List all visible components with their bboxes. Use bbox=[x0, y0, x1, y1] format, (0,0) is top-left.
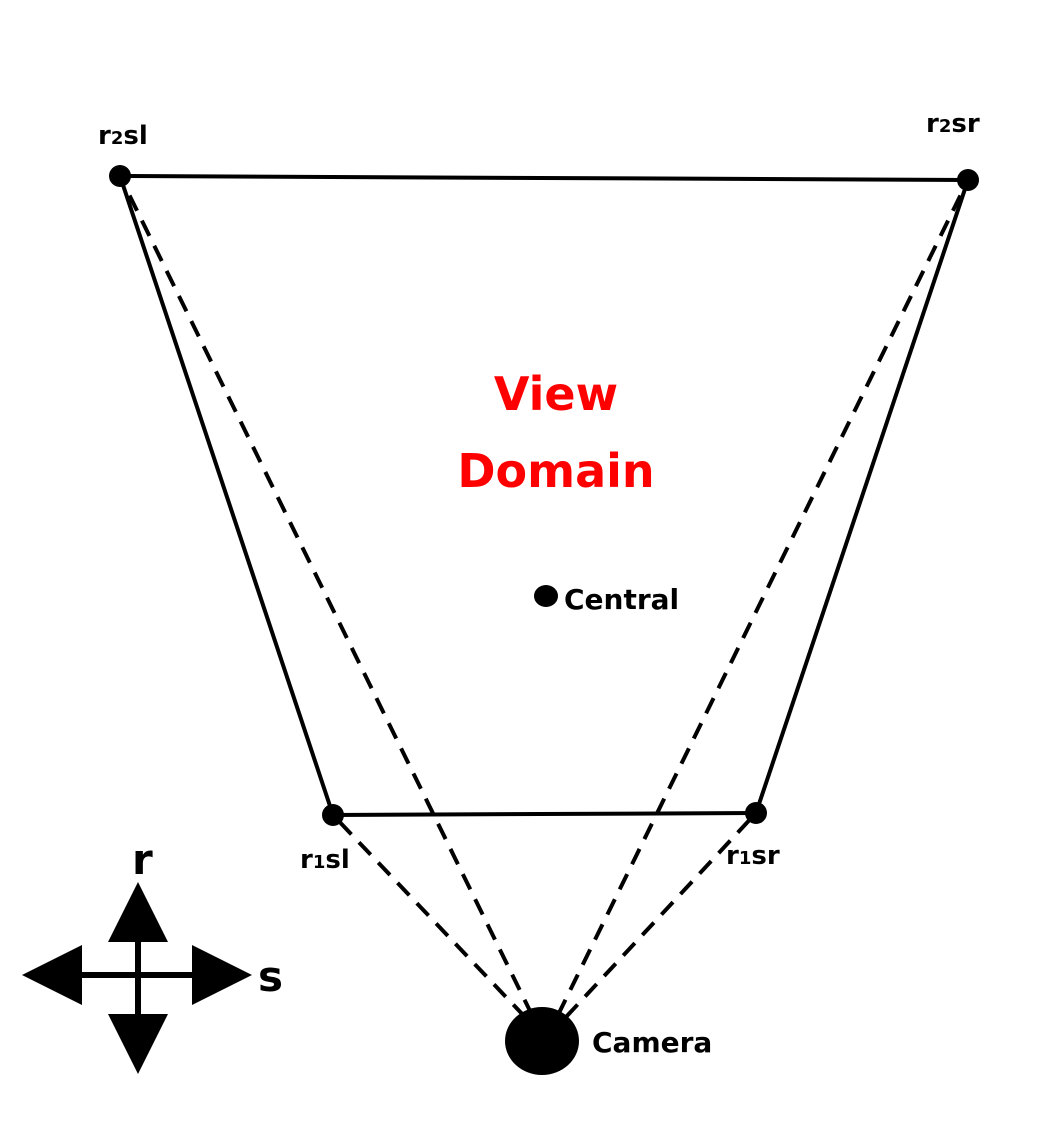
camera-dot bbox=[505, 1007, 579, 1075]
label-r2sr: r2sr bbox=[926, 109, 980, 139]
axis-s-label: s bbox=[258, 952, 283, 1001]
point-r1sl bbox=[322, 804, 344, 826]
camera-rays bbox=[118, 175, 970, 1019]
label-r2sl: r2sl bbox=[98, 121, 148, 151]
ray-to-r1sl bbox=[331, 813, 527, 1019]
left-edge bbox=[118, 175, 335, 816]
ray-to-r1sr bbox=[564, 811, 758, 1019]
near-edge bbox=[332, 811, 757, 817]
far-edge bbox=[119, 174, 969, 182]
axes-indicator bbox=[21, 882, 252, 1074]
label-camera: Camera bbox=[592, 1026, 712, 1059]
label-r1sl: r1sl bbox=[300, 845, 350, 875]
axis-r-label: r bbox=[132, 835, 153, 884]
title-line-1: View bbox=[494, 367, 618, 421]
right-edge bbox=[754, 179, 970, 814]
point-r1sr bbox=[745, 802, 767, 824]
ray-to-r2sl bbox=[118, 175, 534, 1016]
point-r2sr bbox=[957, 169, 979, 191]
label-central: Central bbox=[564, 583, 679, 616]
point-r2sl bbox=[109, 165, 131, 187]
view-domain-trapezoid bbox=[118, 174, 970, 817]
central-point bbox=[534, 585, 558, 607]
title-line-2: Domain bbox=[457, 444, 654, 498]
label-r1sr: r1sr bbox=[726, 841, 780, 871]
ray-to-r2sr bbox=[556, 179, 970, 1016]
